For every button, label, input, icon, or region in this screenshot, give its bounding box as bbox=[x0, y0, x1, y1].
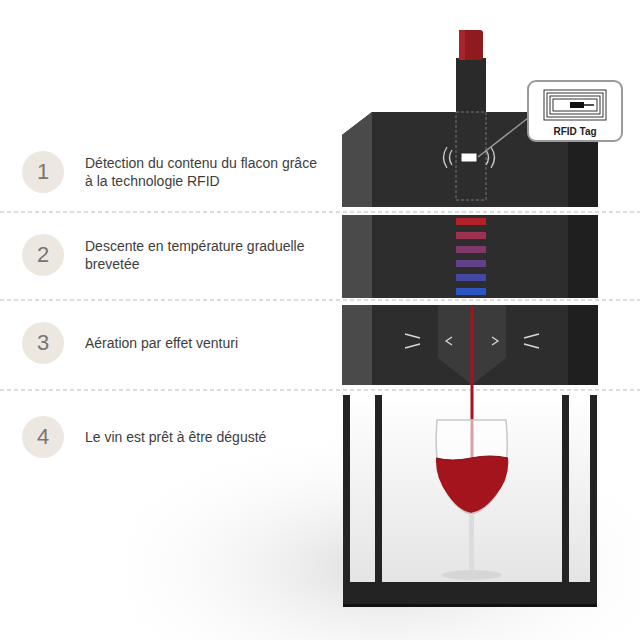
step-item: 1 Détection du contenu du flacon grâce à … bbox=[22, 151, 322, 193]
venturi-module-rect bbox=[342, 305, 598, 385]
step-description: Détection du contenu du flacon grâce à l… bbox=[85, 154, 320, 190]
wine-glass-path bbox=[436, 456, 508, 513]
venturi-module-g-line bbox=[524, 344, 539, 348]
venturi-module-g-line bbox=[405, 344, 420, 348]
venturi-module-g-path bbox=[446, 337, 452, 345]
cooling-module-rect bbox=[456, 260, 486, 267]
stand-frame-rect bbox=[343, 582, 597, 604]
top-module-g-path bbox=[486, 150, 489, 165]
top-module-rect bbox=[456, 112, 486, 200]
cooling-module-rect bbox=[342, 215, 372, 298]
antenna-loop bbox=[547, 93, 603, 117]
top-module-rect bbox=[461, 153, 477, 162]
antenna-loop bbox=[550, 96, 600, 114]
cooling-module-rect bbox=[456, 246, 486, 253]
venturi-module-rect bbox=[342, 305, 372, 385]
callout-number: 3 bbox=[22, 322, 64, 364]
wine-glass-path bbox=[436, 456, 508, 460]
step-description: Le vin est prêt à être dégusté bbox=[85, 428, 320, 446]
wine-glass-rect bbox=[469, 514, 474, 572]
rfid-callout: RFID Tag bbox=[527, 80, 623, 142]
stand-frame-rect bbox=[562, 395, 569, 607]
cooling-module-rect bbox=[342, 215, 598, 298]
venturi-module-rect bbox=[568, 305, 598, 385]
step-item: 4 Le vin est prêt à être dégusté bbox=[22, 416, 322, 458]
step-item: 3 Aération par effet venturi bbox=[22, 322, 322, 364]
capsule-highlight bbox=[459, 30, 465, 60]
step-item: 2 Descente en température graduelle breve… bbox=[22, 234, 322, 276]
cooling-module-rect bbox=[568, 215, 598, 298]
cooling-module-rect bbox=[456, 218, 486, 225]
bottle-neck bbox=[456, 58, 486, 114]
separator-lines-line bbox=[0, 212, 640, 213]
wine-glass bbox=[436, 420, 508, 580]
stand-frame-rect bbox=[343, 604, 597, 607]
stand-frame bbox=[343, 395, 597, 607]
rfid-chip bbox=[570, 102, 584, 108]
antenna-loop bbox=[544, 90, 606, 120]
stand-frame-rect bbox=[375, 395, 382, 607]
callout-number: 4 bbox=[22, 416, 64, 458]
venturi-module-g-path bbox=[492, 337, 498, 345]
cooling-module bbox=[342, 215, 598, 298]
stand-background bbox=[350, 395, 590, 585]
antenna-loop bbox=[553, 99, 597, 111]
cooling-module-rect bbox=[456, 232, 486, 239]
stand-frame-rect bbox=[590, 395, 597, 607]
stand-frame-rect bbox=[343, 395, 350, 607]
step-description: Aération par effet venturi bbox=[85, 334, 320, 352]
chip-lead bbox=[584, 104, 594, 106]
bottle-capsule bbox=[459, 30, 483, 60]
separator-lines bbox=[0, 212, 640, 390]
cooling-module-rect bbox=[456, 288, 486, 295]
wine-glass-path bbox=[436, 420, 507, 514]
step-description: Descente en température graduelle brevet… bbox=[85, 237, 320, 273]
cooling-module-rect bbox=[456, 274, 486, 281]
separator-lines-line bbox=[0, 300, 640, 301]
separator-lines-line bbox=[0, 390, 640, 391]
top-module-g-path bbox=[444, 147, 448, 168]
top-module-polygon bbox=[342, 112, 372, 207]
callout-number: 2 bbox=[22, 234, 64, 276]
venturi-module bbox=[342, 305, 598, 385]
venturi-module-g-line bbox=[524, 334, 539, 338]
top-module-g-path bbox=[450, 150, 453, 165]
rfid-label: RFID Tag bbox=[529, 126, 621, 137]
leader-line bbox=[478, 118, 528, 157]
callout-number: 1 bbox=[22, 151, 64, 193]
top-module-g-path bbox=[491, 147, 495, 168]
wine-glass-ellipse bbox=[442, 570, 502, 580]
venturi-module-g-line bbox=[405, 334, 420, 338]
